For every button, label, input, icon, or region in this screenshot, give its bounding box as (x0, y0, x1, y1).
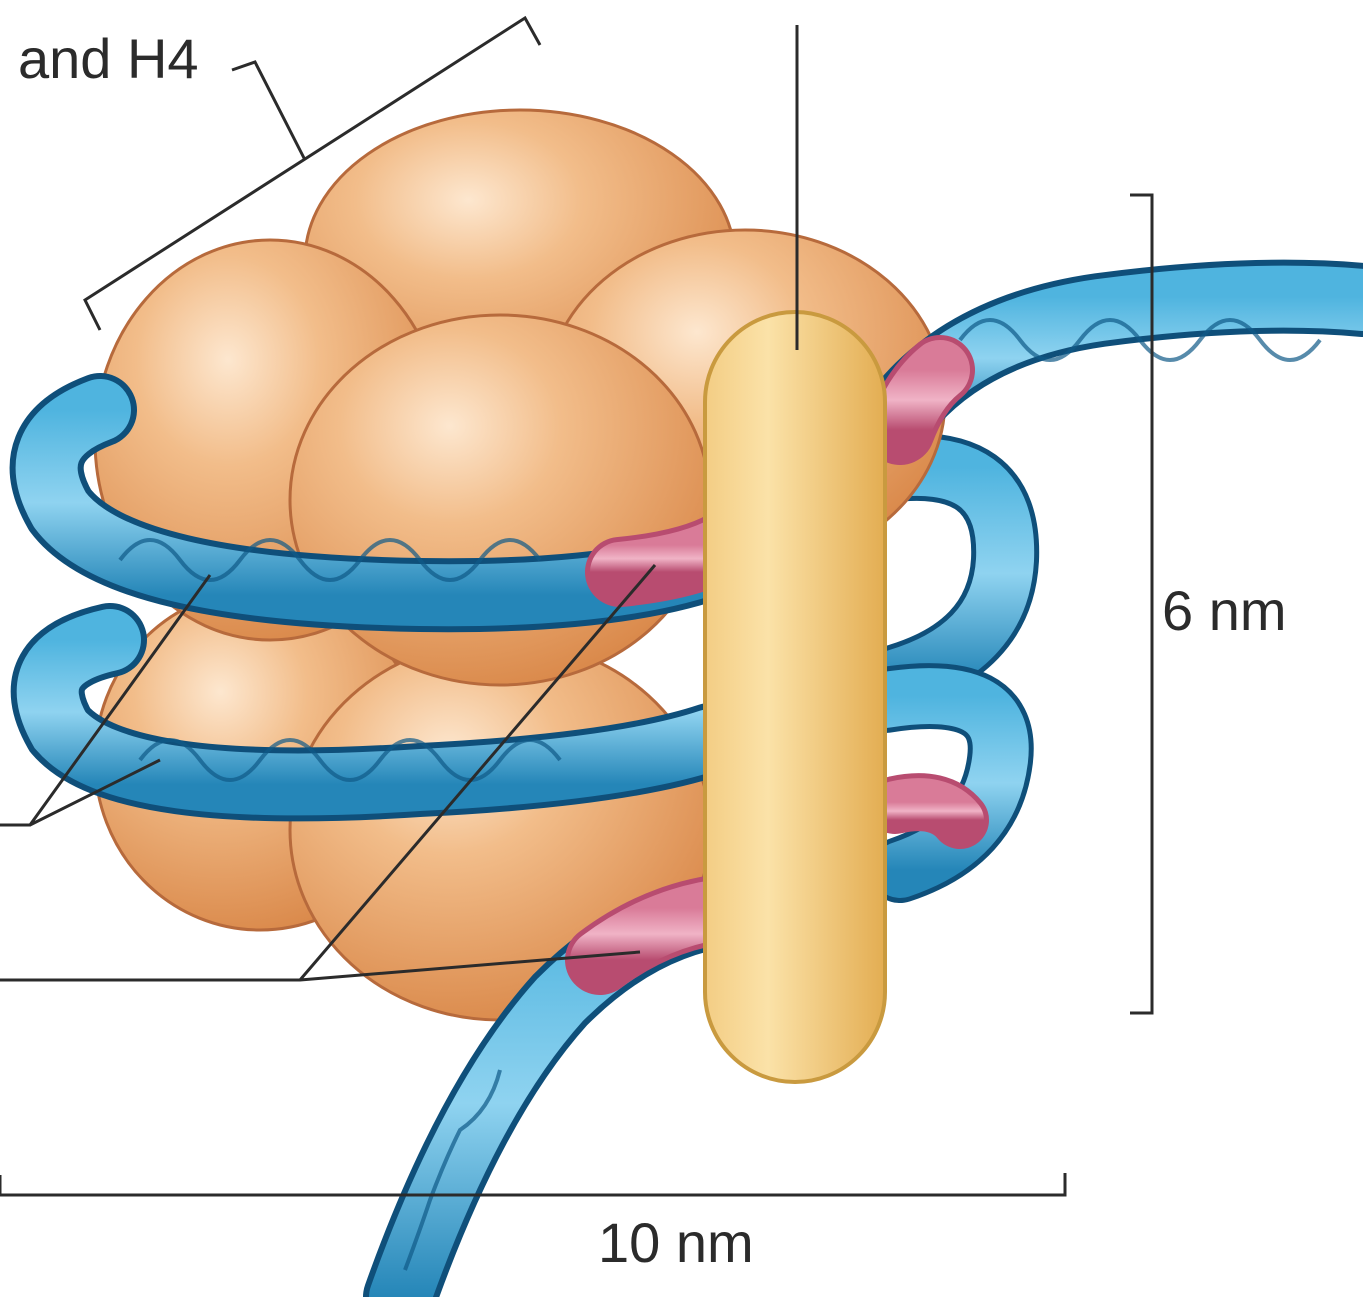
label-h1-partial: H1 histone (640, 0, 908, 10)
octamer-label-leader (232, 62, 305, 160)
width-bracket (0, 1173, 1065, 1195)
label-10nm: 10 nm (598, 1211, 754, 1274)
dna-back-segments (880, 467, 1005, 870)
label-octamer-line2: and H4 (18, 27, 199, 90)
label-6nm: 6 nm (1162, 579, 1287, 642)
h1-histone (705, 312, 885, 1082)
label-octamer-partial: molecules: (20, 0, 288, 10)
